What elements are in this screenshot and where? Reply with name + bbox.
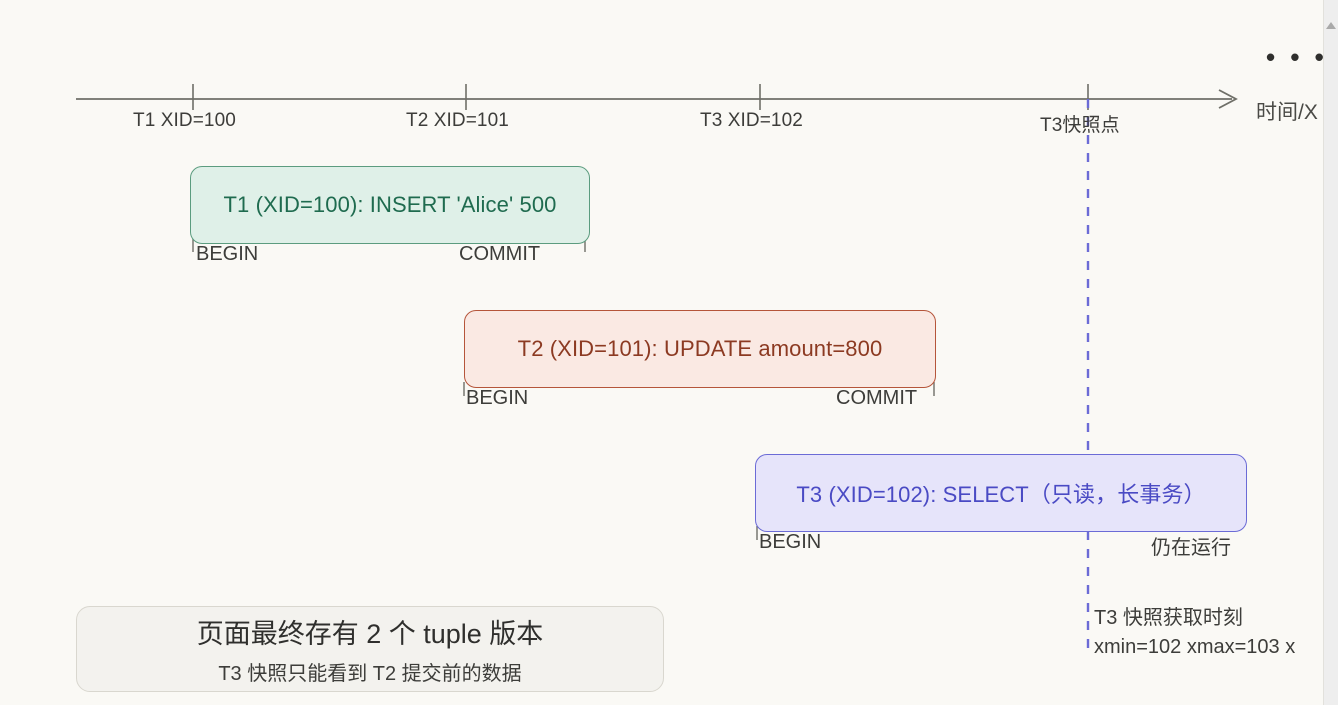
axis-tick-label-snapshot: T3快照点 — [1040, 115, 1120, 136]
axis-tick-label-t2: T2 XID=101 — [406, 110, 509, 131]
axis-arrowhead — [1218, 89, 1238, 109]
t2-commit-label: COMMIT — [836, 387, 918, 409]
transaction-label-t3: T3 (XID=102): SELECT（只读，长事务） — [796, 482, 1206, 507]
axis-tick-label-t1: T1 XID=100 — [133, 110, 236, 131]
summary-subtitle: T3 快照只能看到 T2 提交前的数据 — [218, 663, 522, 685]
snapshot-note-line-2: xmin=102 xmax=103 x — [1094, 636, 1296, 658]
transaction-label-t1: T1 (XID=100): INSERT 'Alice' 500 — [223, 192, 557, 217]
t1-begin-label: BEGIN — [196, 243, 259, 265]
axis-tick-label-t3: T3 XID=102 — [700, 110, 803, 131]
transaction-box-t3[interactable]: T3 (XID=102): SELECT（只读，长事务） — [755, 454, 1247, 532]
summary-box: 页面最终存有 2 个 tuple 版本 T3 快照只能看到 T2 提交前的数据 — [76, 606, 664, 692]
t3-running-label: 仍在运行 — [1151, 537, 1231, 559]
vertical-scrollbar[interactable] — [1323, 0, 1338, 705]
transaction-box-t1[interactable]: T1 (XID=100): INSERT 'Alice' 500 — [190, 166, 590, 244]
transaction-label-t2: T2 (XID=101): UPDATE amount=800 — [517, 336, 883, 361]
t1-commit-label: COMMIT — [459, 243, 541, 265]
snapshot-note: T3 快照获取时刻 xmin=102 xmax=103 x — [1094, 604, 1295, 662]
scroll-up-arrow-icon[interactable] — [1326, 22, 1336, 29]
t2-begin-label: BEGIN — [466, 387, 529, 409]
summary-title: 页面最终存有 2 个 tuple 版本 — [196, 619, 544, 649]
snapshot-note-line-1: T3 快照获取时刻 — [1094, 607, 1243, 629]
transaction-box-t2[interactable]: T2 (XID=101): UPDATE amount=800 — [464, 310, 936, 388]
t3-begin-label: BEGIN — [759, 531, 822, 553]
axis-name-label: 时间/X — [1256, 101, 1318, 124]
ellipsis-dots: • • • — [1266, 42, 1328, 72]
